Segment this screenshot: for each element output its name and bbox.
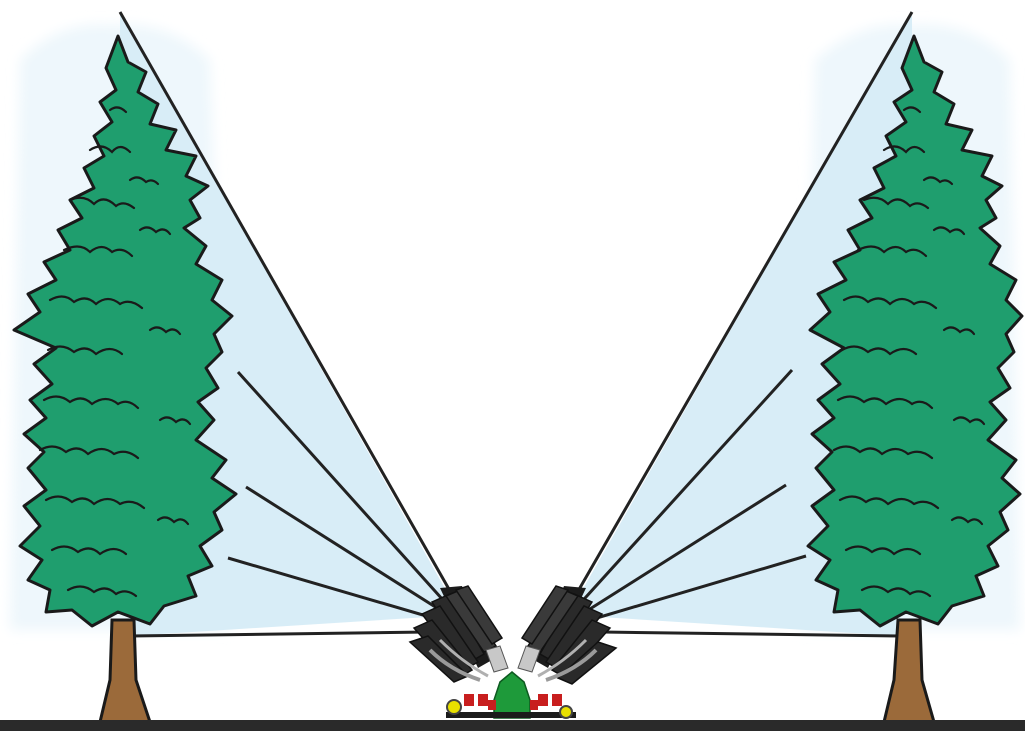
sprayer-frame (446, 712, 576, 718)
sprayer-body (494, 672, 530, 718)
ground-line (0, 720, 1025, 731)
sprayer-wheel-left (447, 700, 461, 714)
sprayer (410, 586, 616, 718)
sprayer-wheel-right (560, 706, 572, 718)
